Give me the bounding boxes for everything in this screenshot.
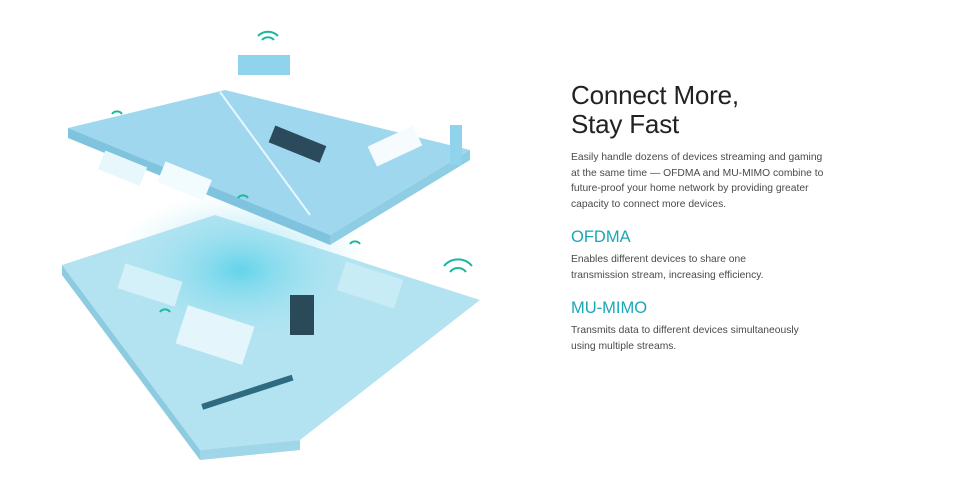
title-line-2: Stay Fast [571,109,680,139]
feature-title-mu-mimo: MU-MIMO [571,299,648,317]
feature-title-ofdma: OFDMA [571,228,631,246]
feature-description-ofdma: Enables different devices to share one t… [571,254,764,281]
lower-floor [62,190,480,460]
feature-copy: Connect More, Stay Fast Easily handle do… [571,81,831,354]
smart-home-illustration [40,10,520,470]
title-line-1: Connect More, [571,80,739,110]
intro-text: Easily handle dozens of devices streamin… [571,152,824,210]
upper-floor [68,55,470,245]
feature-description-mu-mimo: Transmits data to different devices simu… [571,325,799,352]
wifi-icons [111,30,473,313]
page-title: Connect More, Stay Fast [571,81,831,139]
